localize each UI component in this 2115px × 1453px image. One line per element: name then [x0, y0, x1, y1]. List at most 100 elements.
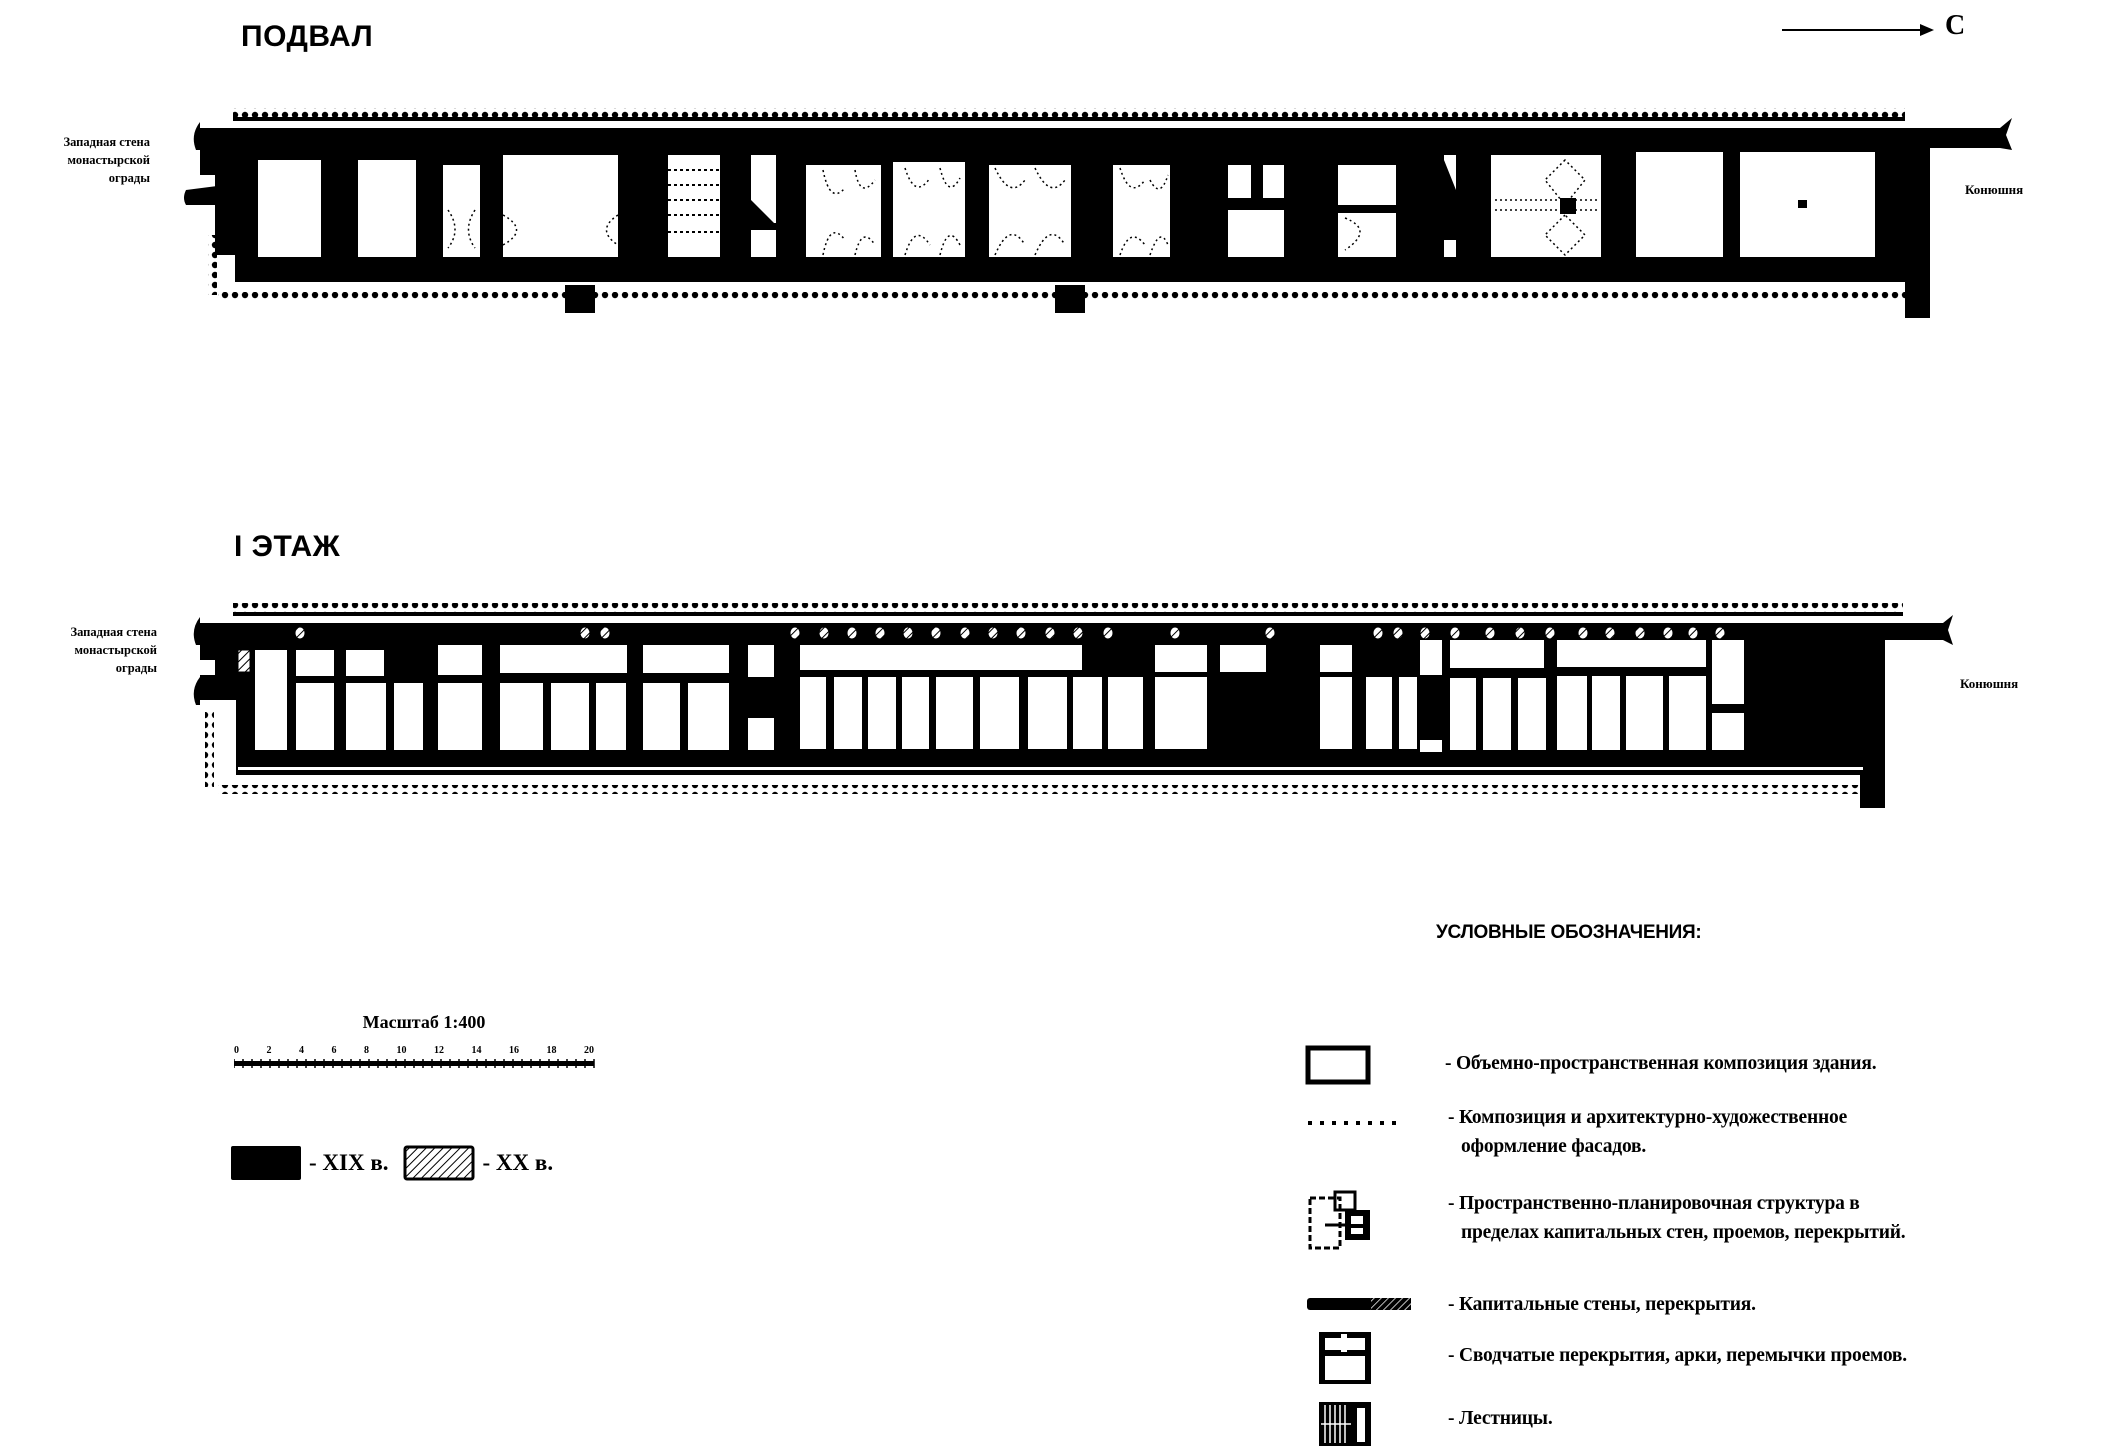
scale-tick-label: 14: [471, 1045, 482, 1056]
scale-tick-label: 8: [364, 1045, 369, 1056]
label-line: Западная стена: [70, 625, 158, 639]
legend-text: - Сводчатые перекрытия, арки, перемычки …: [1448, 1341, 1907, 1370]
room: [936, 677, 973, 749]
scale-tick-label: 20: [584, 1045, 594, 1056]
facade-dots-top: [233, 603, 1903, 612]
room: [1420, 640, 1442, 675]
room: [1420, 740, 1442, 752]
room: [1669, 676, 1706, 750]
basement-floor-plan: [184, 108, 2012, 318]
first-floor-title: I ЭТАЖ: [234, 530, 341, 563]
legend-text: - Объемно-пространственная композиция зд…: [1445, 1049, 1877, 1078]
room: [1155, 645, 1207, 672]
period-legend: - XIX в. - XX в.: [231, 1145, 553, 1181]
room: [1366, 677, 1392, 749]
room: [1399, 677, 1417, 749]
room: [1028, 677, 1067, 749]
legend-item: [1317, 1400, 1373, 1453]
north-arrow: С: [1780, 8, 1980, 48]
room: [1228, 210, 1284, 257]
room: [500, 645, 627, 673]
scale-tick-label: 6: [331, 1045, 337, 1056]
basement-west-wall-label: Западная стена монастырской ограды: [0, 133, 151, 187]
room: [1557, 640, 1706, 667]
room: [1338, 213, 1396, 257]
legend-text: - Капитальные стены, перекрытия.: [1448, 1290, 1756, 1319]
room: [1491, 155, 1601, 257]
room: [1712, 640, 1744, 704]
room: [834, 677, 862, 749]
room: [643, 645, 729, 673]
room: [1740, 152, 1875, 257]
legend-text: - Композиция и архитектурно-художественн…: [1448, 1103, 1847, 1161]
room: [358, 160, 416, 257]
legend-title: УСЛОВНЫЕ ОБОЗНАЧЕНИЯ:: [1436, 922, 1702, 943]
room: [296, 683, 334, 750]
capital-walls: [200, 623, 1943, 808]
north-label: С: [1945, 10, 1966, 41]
xix-century-swatch: [231, 1146, 301, 1180]
scale-ruler: [234, 1059, 595, 1068]
legend-line: оформление фасадов.: [1461, 1136, 1647, 1157]
legend-item: [1317, 1330, 1373, 1391]
room-group: [255, 640, 1744, 752]
legend-line: - Сводчатые перекрытия, арки, перемычки …: [1448, 1345, 1907, 1366]
legend-line: - Композиция и архитектурно-художественн…: [1448, 1107, 1848, 1128]
room: [1450, 678, 1476, 750]
room: [1108, 677, 1143, 749]
legend-line: - Лестницы.: [1448, 1408, 1553, 1429]
first-floor-west-wall-label: Западная стена монастырской ограды: [0, 623, 158, 677]
room: [438, 683, 482, 750]
facade-dots-bottom: [218, 785, 1863, 794]
scale-tick-label: 4: [299, 1045, 304, 1056]
room: [258, 160, 321, 257]
arrow-right-icon: [1782, 24, 1934, 36]
vault-marks: [447, 158, 1600, 257]
scale-tick-label: 18: [546, 1045, 557, 1056]
room: [1228, 165, 1251, 198]
basement-title: ПОДВАЛ: [241, 20, 374, 53]
room: [503, 155, 618, 257]
room: [893, 162, 965, 257]
room: [1320, 645, 1352, 672]
legend-text: - Пространственно-планировочная структур…: [1448, 1189, 1906, 1247]
label-line: монастырской: [74, 643, 158, 657]
room: [438, 645, 482, 675]
room: [1155, 677, 1207, 749]
room: [255, 650, 287, 750]
xx-century-label: - XX в.: [482, 1150, 554, 1175]
legend-item: [1305, 1115, 1405, 1133]
room: [1592, 676, 1620, 750]
room: [346, 650, 384, 676]
room: [1115, 190, 1145, 257]
stairs-icon: [1319, 1402, 1371, 1446]
stairs-tower: [1055, 285, 1085, 313]
outlined-rectangle-icon: [1305, 1045, 1371, 1085]
room: [296, 650, 334, 676]
room: [1518, 678, 1546, 750]
room: [748, 718, 774, 750]
vaulted-ceiling-icon: [1319, 1332, 1371, 1384]
wall-bar-icon: [1307, 1298, 1411, 1310]
legend-text: - Лестницы.: [1448, 1404, 1553, 1433]
label-line: ограды: [115, 661, 157, 675]
room: [1712, 713, 1744, 750]
stairs-icon: [668, 169, 720, 233]
room: [668, 155, 720, 257]
room: [1220, 645, 1266, 672]
label-line: Западная стена: [63, 135, 151, 149]
dotted-line-icon: [1308, 1121, 1403, 1125]
label-line: ограды: [108, 171, 150, 185]
room: [902, 677, 929, 749]
legend-item: [1305, 1190, 1375, 1257]
scale-tick-label: 2: [266, 1045, 272, 1056]
room: [806, 165, 881, 257]
scale-tick-label: 16: [509, 1045, 519, 1056]
scale-tick-label: 0: [234, 1045, 239, 1056]
room: [751, 230, 776, 257]
first-floor-stable-label: Конюшня: [1960, 676, 2019, 691]
room: [688, 683, 729, 750]
legend-line: - Капитальные стены, перекрытия.: [1448, 1294, 1756, 1315]
